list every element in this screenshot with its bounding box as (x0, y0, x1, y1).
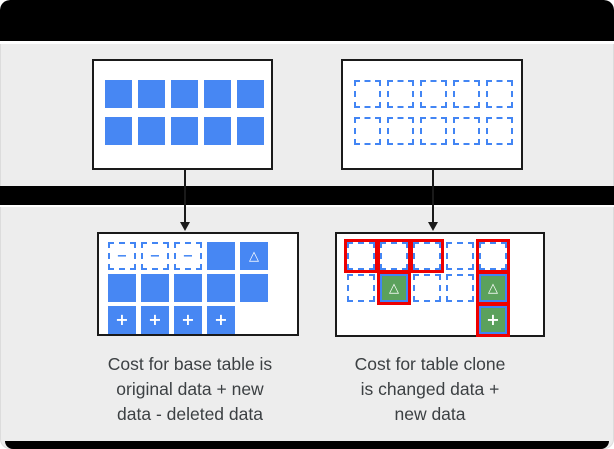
table-clone-before-grid (343, 61, 521, 145)
triangle-icon: △ (488, 280, 498, 296)
caption-line: data - deleted data (117, 404, 263, 424)
block-dashed (453, 117, 480, 145)
down-arrow-left-icon (180, 222, 190, 231)
block-solid-triangle: △ (240, 242, 268, 270)
caption-line: Cost for base table is (107, 354, 273, 374)
block-dashed (486, 117, 513, 145)
block-solid (171, 80, 198, 108)
block-solid-plus: + (108, 306, 136, 334)
down-arrow-left-line (184, 170, 186, 224)
block-dashed (446, 242, 474, 270)
table-clone-cost-caption: Cost for table clone is changed data + n… (318, 352, 542, 427)
block-dashed (413, 274, 441, 302)
block-dashed-minus: − (141, 242, 169, 270)
caption-line: new data (394, 404, 466, 424)
block-dashed (354, 117, 381, 145)
top-header-bar (0, 0, 614, 44)
block-dashed (453, 80, 480, 108)
block-solid (141, 274, 169, 302)
block-solid (237, 80, 264, 108)
base-table-after-grid: − − − △ + + + + (99, 234, 297, 334)
block-solid (105, 80, 132, 108)
down-arrow-right-line (432, 170, 434, 224)
minus-icon: − (116, 248, 128, 264)
block-dashed (354, 80, 381, 108)
table-clone-after-grid: △ △ + (337, 234, 543, 334)
plus-icon: + (486, 309, 500, 329)
block-solid (204, 117, 231, 145)
plus-icon: + (181, 309, 195, 329)
block-solid (138, 117, 165, 145)
block-dashed-changed (380, 242, 408, 270)
block-solid-plus: + (174, 306, 202, 334)
block-solid (138, 80, 165, 108)
plus-icon: + (115, 309, 129, 329)
table-clone-after-box: △ △ + (335, 232, 545, 337)
block-dashed-changed (347, 242, 375, 270)
block-solid-plus: + (141, 306, 169, 334)
minus-icon: − (182, 248, 194, 264)
caption-line: Cost for table clone (354, 354, 506, 374)
block-dashed-changed (479, 242, 507, 270)
base-table-before-grid (94, 61, 271, 145)
block-dashed (446, 274, 474, 302)
down-arrow-right-icon (428, 222, 438, 231)
block-green-plus-changed: + (479, 306, 507, 334)
block-dashed-changed (413, 242, 441, 270)
block-solid (171, 117, 198, 145)
triangle-icon: △ (389, 280, 399, 296)
block-dashed (420, 80, 447, 108)
block-solid (237, 117, 264, 145)
table-clone-before-box (341, 59, 523, 170)
bottom-footer-bar (5, 441, 609, 449)
block-solid (108, 274, 136, 302)
block-dashed (420, 117, 447, 145)
block-solid (105, 117, 132, 145)
block-solid-plus: + (207, 306, 235, 334)
triangle-icon: △ (249, 248, 259, 264)
block-solid (207, 274, 235, 302)
block-dashed-minus: − (108, 242, 136, 270)
plus-icon: + (214, 309, 228, 329)
block-solid (204, 80, 231, 108)
block-solid (207, 242, 235, 270)
middle-divider-bar (0, 186, 614, 207)
plus-icon: + (148, 309, 162, 329)
minus-icon: − (149, 248, 161, 264)
block-green-triangle-changed: △ (479, 274, 507, 302)
block-green-triangle-changed: △ (380, 274, 408, 302)
caption-line: original data + new (116, 379, 264, 399)
base-table-after-box: − − − △ + + + + (97, 232, 299, 336)
block-dashed (347, 274, 375, 302)
block-dashed-minus: − (174, 242, 202, 270)
block-dashed (486, 80, 513, 108)
base-table-before-box (92, 59, 273, 170)
block-solid (240, 274, 268, 302)
block-dashed (387, 80, 414, 108)
block-solid (174, 274, 202, 302)
caption-line: is changed data + (360, 379, 500, 399)
base-table-cost-caption: Cost for base table is original data + n… (78, 352, 302, 427)
block-dashed (387, 117, 414, 145)
